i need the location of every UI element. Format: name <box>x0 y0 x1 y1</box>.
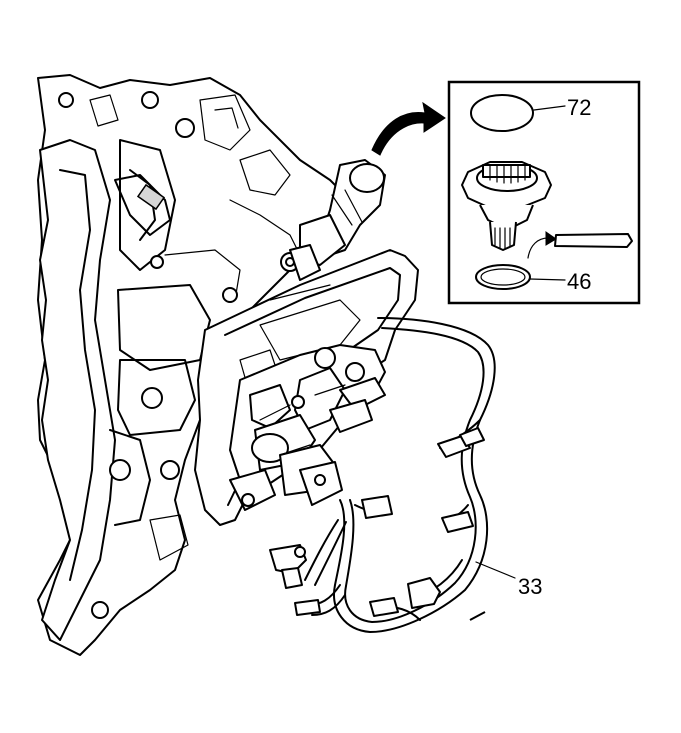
detail-arrow <box>371 101 446 156</box>
harness-connector-d <box>407 577 441 609</box>
connector-detail <box>461 161 552 251</box>
callout-33: 33 <box>518 574 542 599</box>
o-ring-72 <box>470 94 534 132</box>
case-connector-location <box>289 159 386 281</box>
solenoid-assembly <box>229 344 386 511</box>
harness-connector-c <box>361 495 393 519</box>
transmission-housing <box>37 74 361 656</box>
harness-connector-e <box>369 597 399 617</box>
harness-connector-b <box>441 511 474 533</box>
detail-inset: 72 46 <box>447 80 641 305</box>
harness-connector-a <box>437 435 471 458</box>
callout-46: 46 <box>567 269 591 294</box>
harness-connector-f <box>294 599 321 616</box>
wiring-harness-33: 33 <box>269 317 542 633</box>
callout-72: 72 <box>567 95 591 120</box>
